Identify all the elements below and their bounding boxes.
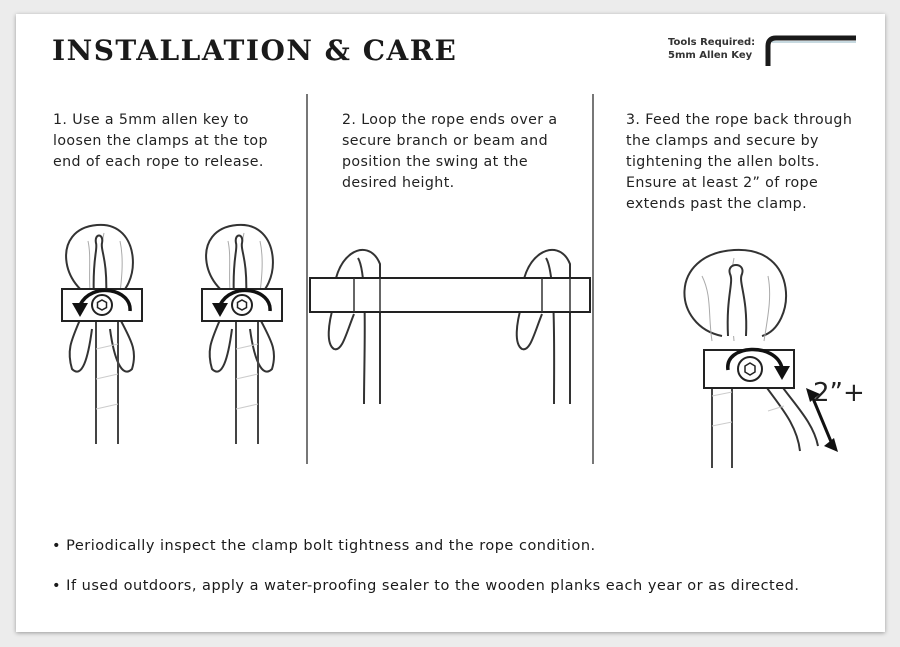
rope-over-beam-left [327, 248, 381, 405]
column-divider-2 [592, 94, 594, 464]
step-1-text: 1. Use a 5mm allen key to loosen the cla… [53, 112, 268, 170]
rope-over-beam-right [515, 248, 571, 405]
measure-label: 2”+ [813, 378, 865, 408]
page-title: INSTALLATION & CARE [52, 34, 458, 67]
step-1-illustration [61, 223, 283, 444]
column-divider-1 [306, 94, 308, 464]
loosen-arrow-icon [72, 288, 132, 317]
rope-loop-right [201, 223, 283, 444]
care-bullet-2: • If used outdoors, apply a water-proofi… [52, 578, 800, 594]
step-2-text: 2. Loop the rope ends over a secure bran… [342, 112, 558, 191]
step-3-text: 3. Feed the rope back through the clamps… [626, 112, 853, 212]
rope-loop-left [61, 223, 143, 444]
step-2-illustration [309, 248, 591, 405]
care-bullet-1: • Periodically inspect the clamp bolt ti… [52, 538, 596, 554]
tools-required-label: Tools Required: [668, 37, 756, 48]
step-3-illustration [683, 248, 838, 468]
instruction-card: INSTALLATION & CARE Tools Required: 5mm … [16, 14, 885, 632]
beam [309, 277, 591, 313]
tools-required: Tools Required: 5mm Allen Key [668, 36, 755, 62]
measure-arrow-icon [806, 388, 838, 452]
tighten-arrow-icon [726, 347, 790, 380]
loosen-arrow-icon [212, 288, 272, 317]
tools-required-item: 5mm Allen Key [668, 50, 753, 61]
allen-key-icon [765, 35, 856, 66]
